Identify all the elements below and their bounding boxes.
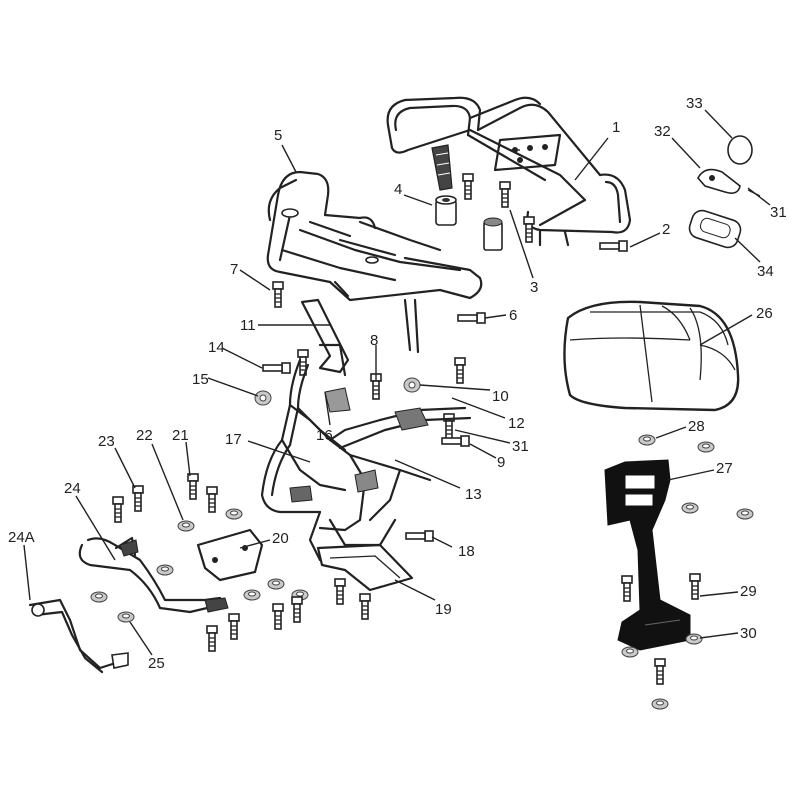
label-31-lower: 31 — [512, 438, 529, 455]
plate-20-part — [196, 528, 264, 582]
label-23: 23 — [98, 433, 115, 450]
label-1: 1 — [612, 119, 620, 136]
label-29: 29 — [740, 583, 757, 600]
label-8: 8 — [370, 332, 378, 349]
hitch-part — [28, 598, 129, 674]
rear-rack-part — [386, 96, 632, 247]
label-27: 27 — [716, 460, 733, 477]
label-18: 18 — [458, 543, 475, 560]
label-11: 11 — [240, 317, 256, 334]
label-10: 10 — [492, 388, 509, 405]
label-31-upper: 31 — [770, 204, 787, 221]
label-33: 33 — [686, 95, 703, 112]
part-labels: 1 2 3 4 5 6 7 8 9 10 11 12 13 14 15 16 1… — [8, 95, 787, 672]
label-5: 5 — [274, 127, 282, 144]
label-24: 24 — [64, 480, 81, 497]
bracket-11-part — [300, 298, 350, 374]
label-15: 15 — [192, 371, 209, 388]
grommet-34-part — [688, 209, 742, 249]
cap-33-part — [727, 135, 753, 165]
label-24a: 24A — [8, 529, 35, 546]
seat-bracket-part — [604, 459, 691, 651]
label-28: 28 — [688, 418, 705, 435]
label-3: 3 — [530, 279, 538, 296]
label-16: 16 — [316, 427, 333, 444]
label-25: 25 — [148, 655, 165, 672]
label-22: 22 — [136, 427, 153, 444]
label-20: 20 — [272, 530, 289, 547]
seat-part — [563, 300, 740, 412]
label-21: 21 — [172, 427, 189, 444]
label-34: 34 — [757, 263, 774, 280]
label-13: 13 — [465, 486, 482, 503]
label-17: 17 — [225, 431, 242, 448]
label-6: 6 — [509, 307, 517, 324]
label-7: 7 — [230, 261, 238, 278]
front-rack-part — [266, 170, 483, 354]
label-19: 19 — [435, 601, 452, 618]
label-12: 12 — [508, 415, 525, 432]
label-14: 14 — [208, 339, 225, 356]
spacer-part — [435, 195, 457, 226]
skid-plate-part — [316, 543, 414, 592]
label-32: 32 — [654, 123, 671, 140]
label-9: 9 — [497, 454, 505, 471]
label-4: 4 — [394, 181, 402, 198]
leader-lines — [23, 109, 771, 656]
tow-bar-part — [78, 536, 229, 614]
main-frame-part — [260, 343, 472, 562]
label-30: 30 — [740, 625, 757, 642]
bushing-part — [483, 217, 503, 251]
label-26: 26 — [756, 305, 773, 322]
label-2: 2 — [662, 221, 670, 238]
clip-32-part — [697, 168, 741, 194]
